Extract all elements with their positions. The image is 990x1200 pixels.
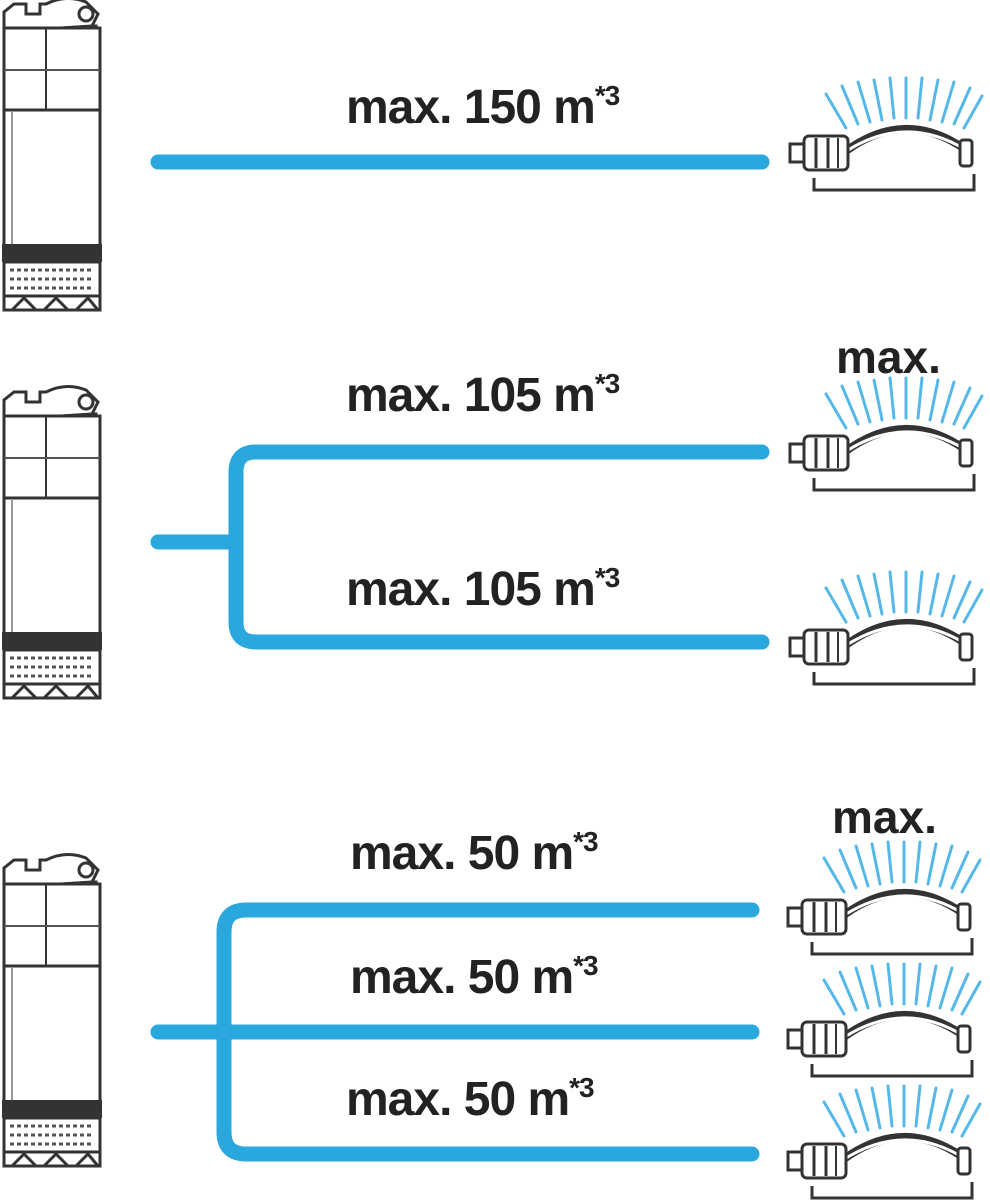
hose-branch <box>150 444 770 650</box>
sprinkler-icon <box>790 378 982 490</box>
submersible-pump-icon <box>0 0 104 312</box>
submersible-pump-icon <box>0 852 104 1168</box>
hose-branch <box>150 902 760 1162</box>
hose-length-label: max. 50 m*3 <box>350 826 599 880</box>
hose-length-label: max. 105 m*3 <box>346 368 620 422</box>
submersible-pump-icon <box>0 384 104 700</box>
sprinkler-icon <box>788 1086 980 1198</box>
hose-length-label: max. 150 m*3 <box>346 80 620 134</box>
sprinkler-icon <box>790 572 982 684</box>
sprinkler-icon <box>790 78 982 190</box>
hose-length-label: max. 50 m*3 <box>350 950 599 1004</box>
max-outlets-label: max. <box>832 791 937 843</box>
sprinkler-icon <box>788 964 980 1076</box>
sprinkler-icon <box>788 842 980 954</box>
max-outlets-label: max. <box>836 331 941 383</box>
hose-length-label: max. 105 m*3 <box>346 562 620 616</box>
hose-length-label: max. 50 m*3 <box>346 1072 595 1126</box>
